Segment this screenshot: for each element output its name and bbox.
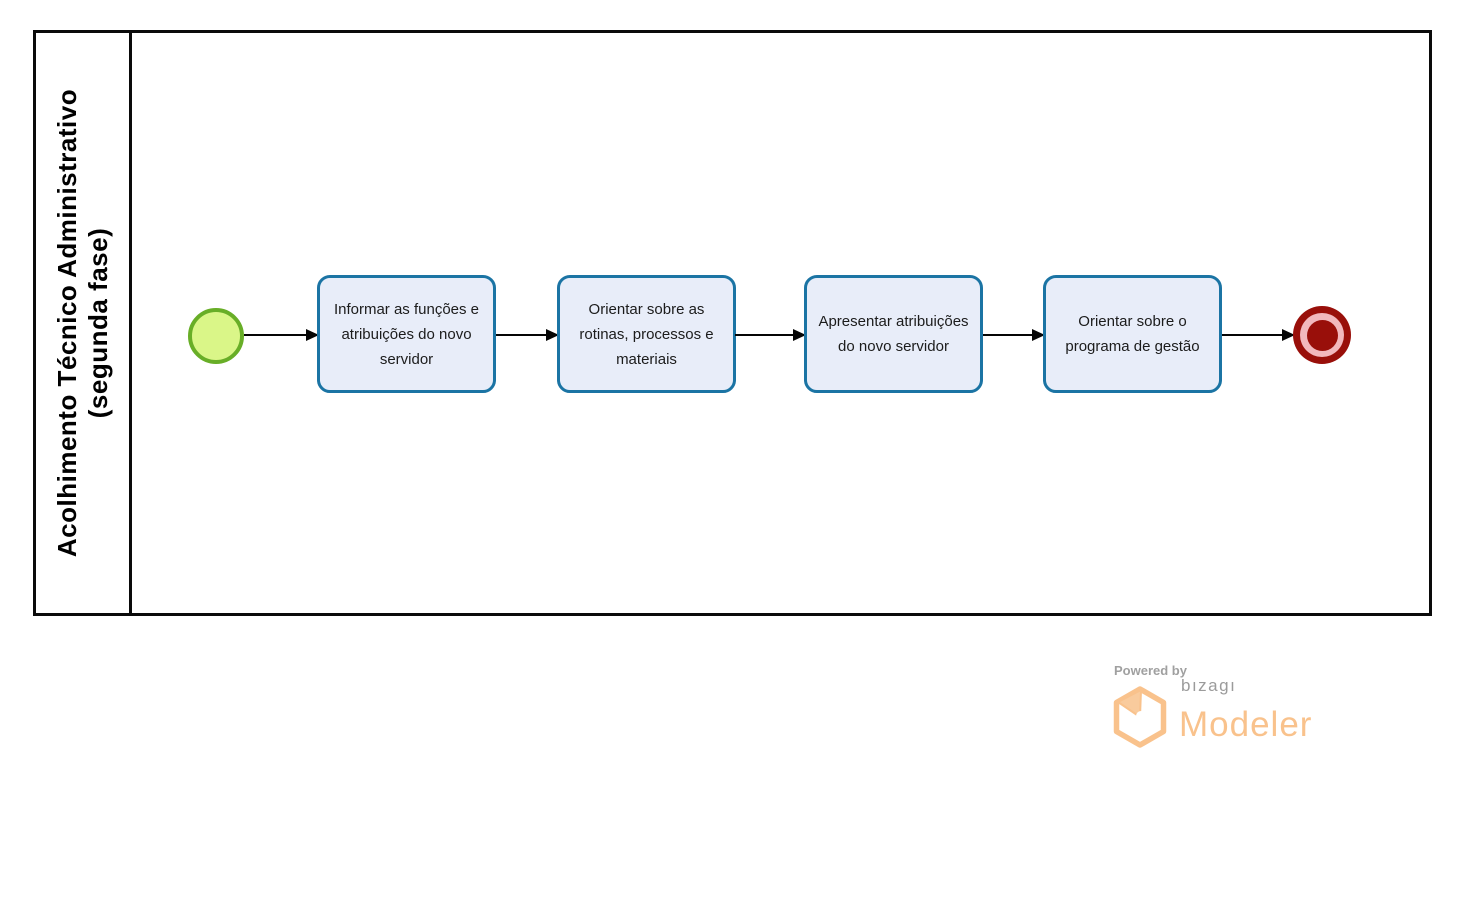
end-event-core	[1306, 319, 1338, 351]
pool-title: Acolhimento Técnico Administrativo (segu…	[52, 33, 114, 613]
task-orientar-rotinas: Orientar sobre as rotinas, processos e m…	[557, 275, 736, 393]
task-orientar-programa: Orientar sobre o programa de gestão	[1043, 275, 1222, 393]
task-label: Orientar sobre as rotinas, processos e m…	[579, 300, 714, 368]
start-event	[188, 308, 244, 364]
task-apresentar-atribuicoes: Apresentar atribuições do novo servidor	[804, 275, 983, 393]
task-label: Informar as funções e atribuições do nov…	[333, 300, 480, 368]
end-event-inner-ring	[1300, 313, 1344, 357]
sequence-flow-5	[1222, 329, 1295, 341]
sequence-flow-2	[496, 329, 559, 341]
end-event	[1293, 306, 1351, 364]
task-label: Orientar sobre o programa de gestão	[1065, 313, 1200, 355]
sequence-flow-4	[983, 329, 1045, 341]
task-informar-funcoes: Informar as funções e atribuições do nov…	[317, 275, 496, 393]
modeler-wordmark: Modeler	[1179, 705, 1313, 744]
pool-title-line1: Acolhimento Técnico Administrativo	[51, 88, 82, 558]
pool-header: Acolhimento Técnico Administrativo (segu…	[36, 33, 132, 613]
pool-title-line2: (segunda fase)	[82, 227, 113, 419]
powered-by-label: Powered by	[1114, 663, 1187, 678]
bizagi-wordmark: bızagı	[1181, 676, 1237, 695]
task-label: Apresentar atribuições do novo servidor	[818, 313, 969, 355]
bizagi-hexagon-icon	[1113, 686, 1167, 748]
sequence-flow-3	[735, 329, 806, 341]
sequence-flow-1	[244, 329, 319, 341]
